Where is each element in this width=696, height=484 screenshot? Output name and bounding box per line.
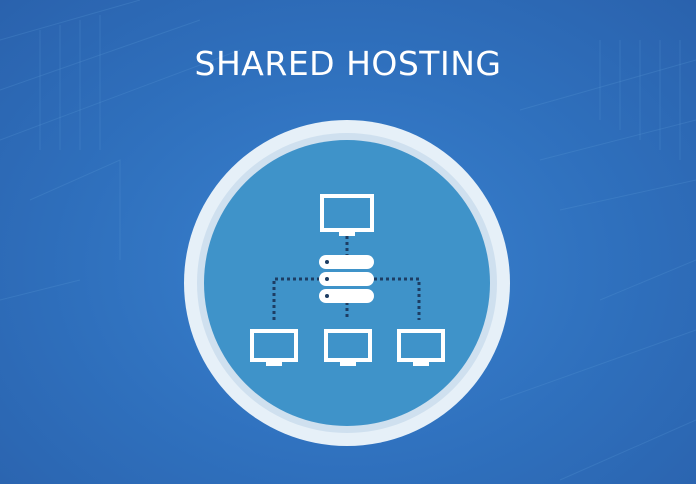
monitor-icon	[324, 329, 372, 366]
connector-lines	[272, 236, 421, 320]
monitor-icon	[397, 329, 445, 366]
page-title: SHARED HOSTING	[194, 44, 502, 83]
server-icon	[319, 255, 374, 303]
monitor-icon	[250, 329, 298, 366]
monitor-icon	[320, 194, 374, 236]
